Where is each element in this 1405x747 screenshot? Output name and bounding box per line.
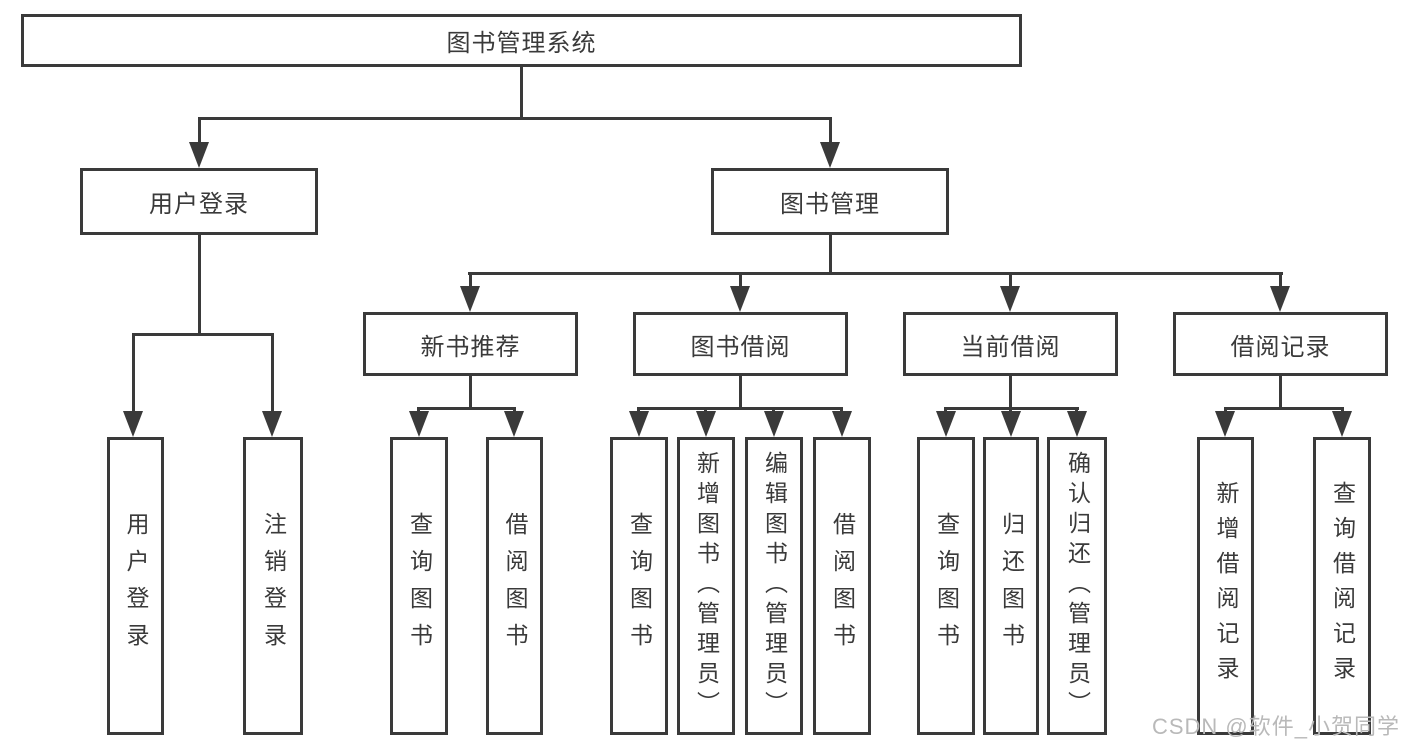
arrowhead-icon (820, 142, 840, 168)
arrowhead-icon (1067, 411, 1087, 437)
connector-borrow-records-stem (1279, 374, 1282, 410)
node-borrow-records: 借阅记录 (1173, 312, 1388, 376)
node-label: 借阅记录 (1230, 333, 1331, 361)
leaf-label: 查询图书 (406, 512, 433, 660)
leaf-label: 编辑图书（管理员） (761, 451, 788, 721)
leaf-borrow-books-recommend: 借阅图书 (486, 437, 543, 735)
arrowhead-icon (1000, 286, 1020, 312)
node-new-book-recommend: 新书推荐 (363, 312, 578, 376)
connector-user-login-horizontal (132, 333, 274, 336)
node-library-management-system: 图书管理系统 (21, 14, 1022, 67)
leaf-return-books: 归还图书 (983, 437, 1039, 735)
leaf-user-login: 用户登录 (107, 437, 164, 735)
arrowhead-icon (764, 411, 784, 437)
connector-to-leaf-logout (271, 333, 274, 415)
csdn-watermark: CSDN @软件_小贺同学 (1151, 714, 1400, 739)
leaf-add-books-admin: 新增图书（管理员） (677, 437, 735, 735)
leaf-label: 用户登录 (123, 512, 149, 660)
arrowhead-icon (460, 286, 480, 312)
connector-book-management-horizontal (468, 272, 1283, 275)
node-label: 用户登录 (149, 191, 249, 218)
arrowhead-icon (262, 411, 282, 437)
leaf-label: 归还图书 (998, 512, 1025, 660)
leaf-label: 查询借阅记录 (1329, 481, 1356, 691)
arrowhead-icon (1270, 286, 1290, 312)
connector-to-new-book-recommend (469, 272, 472, 290)
arrowhead-icon (504, 411, 524, 437)
arrowhead-icon (1332, 411, 1352, 437)
arrowhead-icon (409, 411, 429, 437)
leaf-add-borrow-record: 新增借阅记录 (1197, 437, 1254, 735)
arrowhead-icon (1215, 411, 1235, 437)
connector-root-stem (520, 64, 523, 119)
leaf-search-borrow-record: 查询借阅记录 (1313, 437, 1371, 735)
leaf-edit-books-admin: 编辑图书（管理员） (745, 437, 803, 735)
arrowhead-icon (936, 411, 956, 437)
arrowhead-icon (629, 411, 649, 437)
node-book-borrow: 图书借阅 (633, 312, 848, 376)
leaf-label: 新增借阅记录 (1213, 481, 1239, 691)
leaf-search-books-current: 查询图书 (917, 437, 975, 735)
leaf-label: 注销登录 (260, 512, 287, 660)
leaf-label: 新增图书（管理员） (693, 451, 720, 721)
leaf-borrow-books: 借阅图书 (813, 437, 871, 735)
node-user-login: 用户登录 (80, 168, 318, 235)
node-current-borrow: 当前借阅 (903, 312, 1118, 376)
leaf-search-books-borrow: 查询图书 (610, 437, 668, 735)
connector-to-book-borrow (739, 272, 742, 290)
leaf-label: 借阅图书 (829, 512, 856, 660)
connector-root-horizontal (198, 117, 832, 120)
connector-to-current-borrow (1009, 272, 1012, 290)
connector-to-borrow-records (1279, 272, 1282, 290)
connector-root-to-book-management (829, 117, 832, 145)
connector-book-management-stem (829, 233, 832, 275)
arrowhead-icon (832, 411, 852, 437)
node-label: 图书管理 (780, 191, 880, 218)
arrowhead-icon (1001, 411, 1021, 437)
node-label: 当前借阅 (960, 333, 1061, 361)
connector-book-borrow-horizontal (637, 407, 843, 410)
node-label: 新书推荐 (420, 333, 521, 361)
connector-current-borrow-stem (1009, 374, 1012, 410)
leaf-confirm-return-admin: 确认归还（管理员） (1047, 437, 1107, 735)
leaf-label: 查询图书 (933, 512, 960, 660)
node-label: 图书管理系统 (446, 30, 597, 57)
connector-root-to-user-login (198, 117, 201, 145)
arrowhead-icon (696, 411, 716, 437)
leaf-label: 确认归还（管理员） (1064, 451, 1091, 721)
leaf-search-books-recommend: 查询图书 (390, 437, 448, 735)
connector-new-book-recommend-stem (469, 374, 472, 410)
connector-book-borrow-stem (739, 374, 742, 410)
node-book-management: 图书管理 (711, 168, 949, 235)
connector-user-login-stem (198, 233, 201, 336)
leaf-label: 查询图书 (626, 512, 653, 660)
arrowhead-icon (123, 411, 143, 437)
arrowhead-icon (730, 286, 750, 312)
arrowhead-icon (189, 142, 209, 168)
connector-new-book-recommend-horizontal (417, 407, 516, 410)
leaf-label: 借阅图书 (502, 512, 528, 660)
node-label: 图书借阅 (690, 333, 791, 361)
leaf-logout-login: 注销登录 (243, 437, 303, 735)
connector-borrow-records-horizontal (1224, 407, 1344, 410)
connector-to-leaf-user-login (132, 333, 135, 415)
